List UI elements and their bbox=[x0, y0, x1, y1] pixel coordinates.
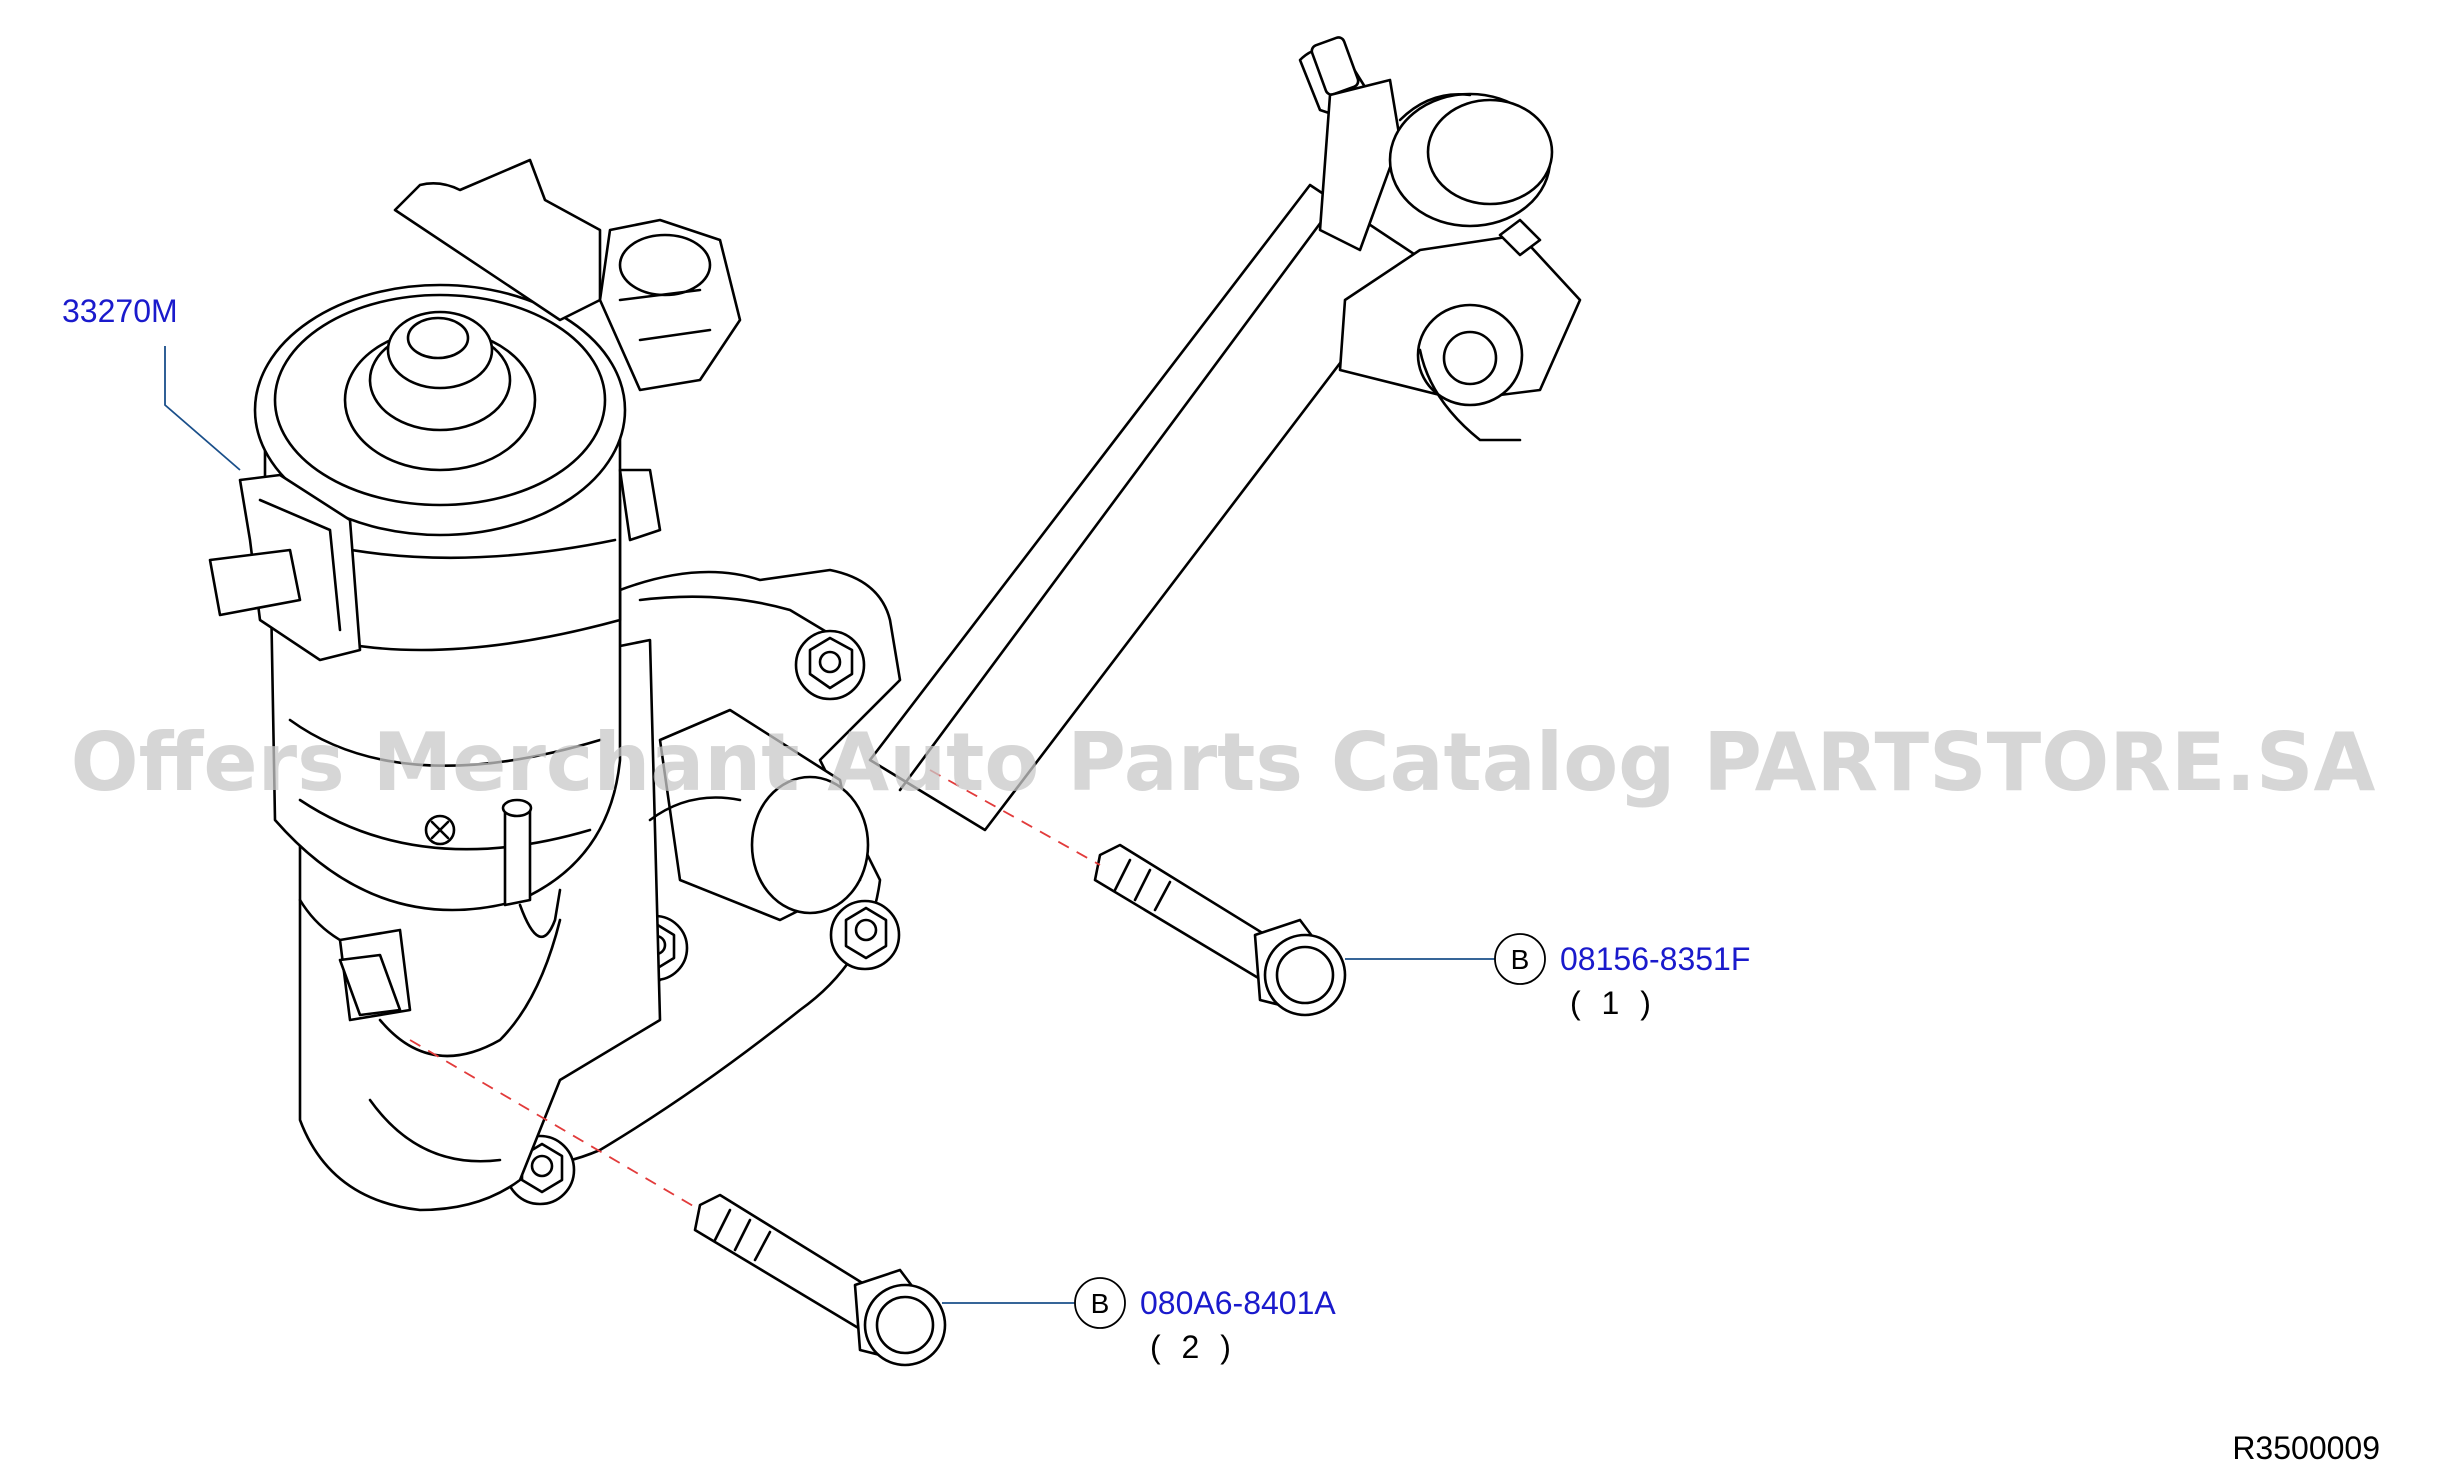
part-link-bolt-upper[interactable]: 08156-8351F bbox=[1560, 941, 1750, 977]
bolt-lower bbox=[693, 1193, 947, 1367]
badge-letter-upper: B bbox=[1511, 944, 1530, 975]
qty-bolt-lower: ( 2 ) bbox=[1150, 1329, 1237, 1365]
leader-actuator bbox=[164, 346, 241, 471]
control-rod bbox=[868, 36, 1582, 832]
badge-circle-lower bbox=[1074, 1277, 1126, 1329]
bolt-upper bbox=[1093, 843, 1347, 1017]
part-link-actuator[interactable]: 33270M bbox=[62, 293, 178, 329]
qty-bolt-upper: ( 1 ) bbox=[1570, 985, 1657, 1021]
install-line-lower bbox=[409, 1039, 701, 1211]
part-link-bolt-lower[interactable]: 080A6-8401A bbox=[1140, 1285, 1336, 1321]
watermark: Offers Merchant Auto Parts Catalog PARTS… bbox=[71, 716, 2376, 809]
actuator-motor bbox=[208, 158, 870, 1212]
diagram-reference: R3500009 bbox=[2232, 1430, 2380, 1466]
badge-letter-lower: B bbox=[1091, 1288, 1110, 1319]
badge-circle-upper bbox=[1494, 933, 1546, 985]
install-line-upper bbox=[929, 769, 1101, 866]
